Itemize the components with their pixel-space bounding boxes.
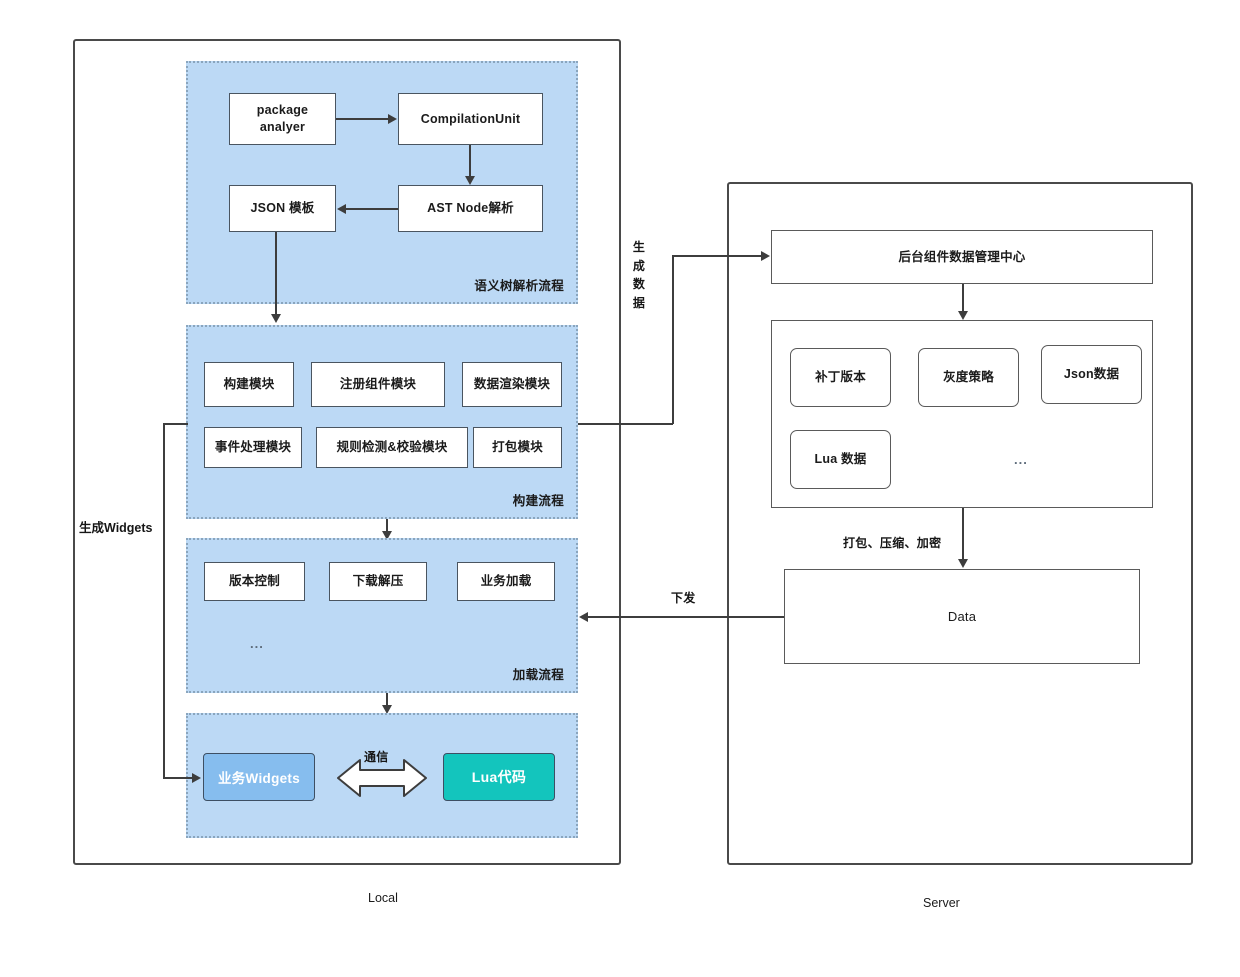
arrowhead-compilationunit-to-ast — [465, 176, 475, 185]
edge-label-communication: 通信 — [364, 750, 389, 764]
arrowhead-analyer-to-compilationunit — [388, 114, 397, 124]
edge-store-to-data — [962, 508, 964, 561]
arrowhead-loadflow-to-runtime — [382, 705, 392, 714]
node-rule-check-module[interactable]: 规则检测&校验模块 — [316, 427, 468, 468]
node-build-module[interactable]: 构建模块 — [204, 362, 294, 407]
edge-center-to-store — [962, 284, 964, 313]
arrowhead-ast-to-json — [337, 204, 346, 214]
node-data-render-module[interactable]: 数据渲染模块 — [462, 362, 562, 407]
edge-generate-widgets-bottom — [163, 777, 193, 779]
node-download-unzip[interactable]: 下载解压 — [329, 562, 427, 601]
group-caption-semantic-tree: 语义树解析流程 — [474, 279, 564, 293]
zone-caption-server: Server — [923, 896, 960, 910]
node-register-component-module[interactable]: 注册组件模块 — [311, 362, 445, 407]
edge-label-pack-compress-encrypt: 打包、压缩、加密 — [843, 536, 942, 550]
local-container — [73, 39, 621, 865]
node-package-analyer[interactable]: package analyer — [229, 93, 336, 145]
edge-compilationunit-to-ast — [469, 145, 471, 176]
edge-generate-data-vertical — [672, 255, 674, 424]
node-patch-version[interactable]: 补丁版本 — [790, 348, 891, 407]
edge-generate-data-bottom — [578, 423, 673, 425]
group-caption-load-flow: 加载流程 — [512, 668, 564, 682]
node-package-module[interactable]: 打包模块 — [473, 427, 562, 468]
zone-caption-local: Local — [368, 891, 398, 905]
arrowhead-json-to-buildflow — [271, 314, 281, 323]
node-lua-data[interactable]: Lua 数据 — [790, 430, 891, 489]
node-gray-strategy[interactable]: 灰度策略 — [918, 348, 1019, 407]
server-container — [727, 182, 1193, 865]
node-component-data-center[interactable]: 后台组件数据管理中心 — [771, 230, 1153, 284]
edge-label-distribute: 下发 — [671, 591, 696, 605]
node-compilation-unit[interactable]: CompilationUnit — [398, 93, 543, 145]
node-event-handle-module[interactable]: 事件处理模块 — [204, 427, 302, 468]
edge-ast-to-json — [346, 208, 398, 210]
arrowhead-generate-widgets — [192, 773, 201, 783]
arrowhead-store-to-data — [958, 559, 968, 568]
edge-json-to-buildflow — [275, 232, 277, 316]
node-business-load[interactable]: 业务加载 — [457, 562, 555, 601]
edge-generate-widgets-top — [163, 423, 188, 425]
node-json-template[interactable]: JSON 模板 — [229, 185, 336, 232]
edge-buildflow-to-loadflow — [386, 519, 388, 533]
edge-generate-data-top — [672, 255, 762, 257]
edge-distribute — [588, 616, 784, 618]
node-data[interactable]: Data — [784, 569, 1140, 664]
node-ast-node-parse[interactable]: AST Node解析 — [398, 185, 543, 232]
edge-loadflow-to-runtime — [386, 693, 388, 707]
edge-generate-widgets-vertical — [163, 423, 165, 777]
group-ellipsis-load-flow: ... — [250, 636, 264, 651]
edge-label-generate-widgets: 生成Widgets — [79, 521, 153, 535]
arrowhead-buildflow-to-loadflow — [382, 531, 392, 540]
group-build-flow: 构建流程 — [186, 325, 578, 519]
edge-analyer-to-compilationunit — [336, 118, 388, 120]
arrowhead-center-to-store — [958, 311, 968, 320]
arrowhead-generate-data — [761, 251, 770, 261]
ellipsis-data-store: ... — [1014, 452, 1028, 467]
group-caption-build-flow: 构建流程 — [512, 494, 564, 508]
node-json-data[interactable]: Json数据 — [1041, 345, 1142, 404]
node-business-widgets[interactable]: 业务Widgets — [203, 753, 315, 801]
edge-label-generate-data: 生成数据 — [632, 240, 646, 310]
communication-double-arrow-icon — [337, 759, 427, 797]
node-lua-code[interactable]: Lua代码 — [443, 753, 555, 801]
arrowhead-distribute — [579, 612, 588, 622]
node-version-control[interactable]: 版本控制 — [204, 562, 305, 601]
